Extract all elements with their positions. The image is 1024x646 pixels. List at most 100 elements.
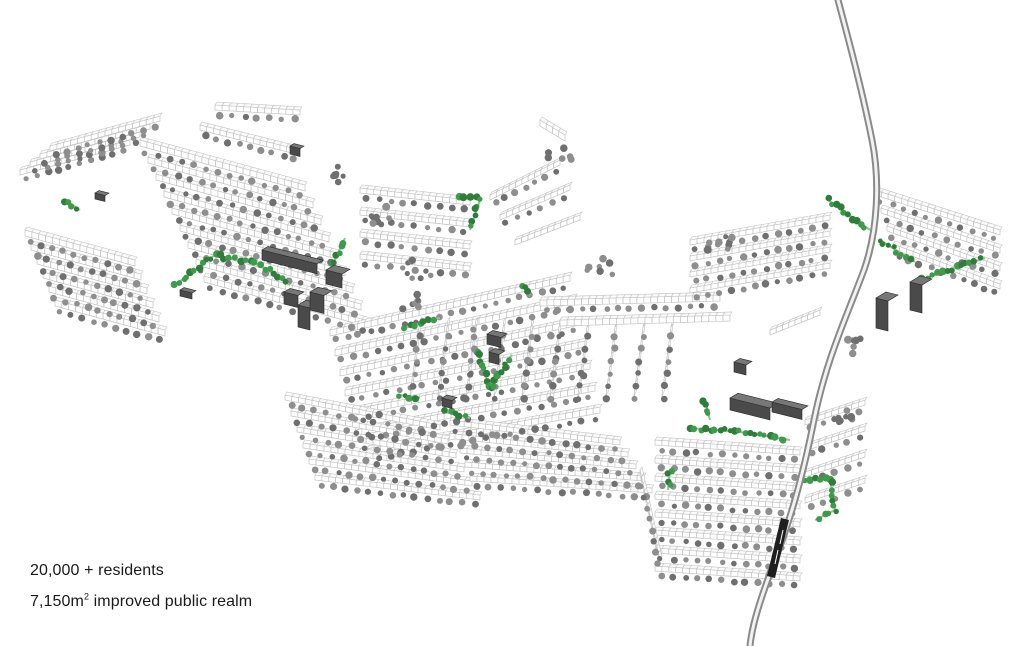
tree-icon [424, 202, 432, 210]
tree-icon [659, 448, 665, 454]
tree-icon [160, 183, 166, 190]
terrace-house [778, 448, 787, 455]
roof [620, 447, 631, 453]
tree-icon [358, 395, 365, 401]
terrace-house [723, 570, 732, 577]
tree-icon [322, 409, 329, 416]
tree-icon [373, 392, 379, 398]
tree-icon [386, 215, 392, 222]
tree-icon [317, 453, 323, 459]
green-tree-icon [761, 432, 767, 438]
tree-icon [556, 333, 562, 340]
tree-icon [331, 171, 339, 180]
tree-icon [399, 199, 406, 207]
green-tree-icon [225, 254, 232, 262]
tree-icon [445, 498, 453, 506]
tree-icon [850, 343, 857, 350]
tree-icon [278, 116, 284, 123]
tree-icon [693, 468, 702, 476]
roof [558, 127, 568, 136]
tree-icon [418, 381, 425, 389]
tree-icon [991, 251, 999, 259]
tree-icon [478, 431, 484, 438]
terrace-house [737, 463, 746, 470]
tree-icon [692, 521, 700, 529]
tree-icon [390, 409, 397, 416]
tree-icon [120, 147, 127, 154]
tree-icon [519, 448, 527, 456]
tree-icon [34, 252, 42, 260]
terrace-house [609, 317, 618, 325]
tree-icon [731, 578, 738, 586]
terrace-house [785, 538, 794, 545]
terrace-house [709, 479, 718, 486]
terrace-house [505, 464, 514, 472]
tree-icon [472, 500, 479, 508]
terrace-house [689, 550, 697, 557]
tree-icon [526, 210, 532, 216]
tree-icon [849, 349, 857, 358]
tree-icon [183, 191, 189, 197]
tree-icon [417, 275, 424, 282]
tree-icon [389, 322, 396, 330]
tree-icon [659, 536, 665, 543]
terrace-house [689, 568, 697, 575]
terrace-house [792, 539, 801, 546]
terrace-house [651, 316, 660, 324]
tree-icon [785, 260, 792, 268]
tree-icon [423, 268, 429, 274]
tree-icon [448, 225, 456, 234]
tree-icon [556, 423, 563, 429]
tree-icon [108, 151, 116, 158]
green-tree-icon [702, 424, 710, 433]
terrace-house [519, 465, 528, 473]
tree-icon [435, 226, 442, 233]
tree-icon [705, 467, 713, 475]
tree-icon [659, 482, 666, 490]
tree-icon [970, 280, 978, 287]
tree-icon [510, 485, 517, 492]
tree-icon [661, 395, 668, 403]
tree-icon [319, 242, 326, 249]
tree-icon [379, 370, 386, 376]
terrace-house [751, 482, 759, 489]
tree-icon [666, 346, 673, 353]
tree-icon [166, 200, 174, 209]
tree-icon [461, 271, 469, 279]
terrace-house [518, 478, 527, 486]
tree-icon [857, 335, 864, 343]
tree-icon [140, 319, 148, 327]
terrace-house [658, 316, 667, 324]
tree-icon [549, 382, 557, 390]
tree-icon [847, 413, 856, 422]
tree-icon [429, 430, 437, 438]
terrace-house [751, 446, 759, 453]
terrace-house [758, 554, 766, 561]
tree-icon [547, 395, 555, 403]
terrace-house [235, 105, 244, 113]
terrace-house [567, 482, 576, 489]
terrace-house [785, 484, 794, 491]
tree-icon [416, 441, 422, 448]
tree-icon [742, 508, 749, 514]
tree-icon [32, 168, 38, 174]
terrace-house [675, 459, 683, 466]
tree-icon [821, 271, 828, 277]
residents-stat: 20,000 + residents [30, 562, 164, 580]
terrace-house [765, 519, 773, 526]
tree-icon [472, 393, 479, 400]
tree-icon [352, 458, 358, 464]
roof [857, 396, 868, 403]
green-tree-icon [667, 482, 674, 488]
tree-icon [374, 347, 382, 355]
tree-icon [364, 488, 371, 495]
tree-icon [145, 333, 153, 341]
tree-icon [681, 501, 690, 509]
terrace-house [600, 460, 609, 467]
tree-icon [729, 272, 736, 279]
tree-icon [458, 498, 466, 506]
tree-icon [297, 280, 304, 286]
tree-icon [150, 166, 157, 173]
terrace-house [668, 494, 677, 501]
tree-icon [205, 239, 213, 248]
